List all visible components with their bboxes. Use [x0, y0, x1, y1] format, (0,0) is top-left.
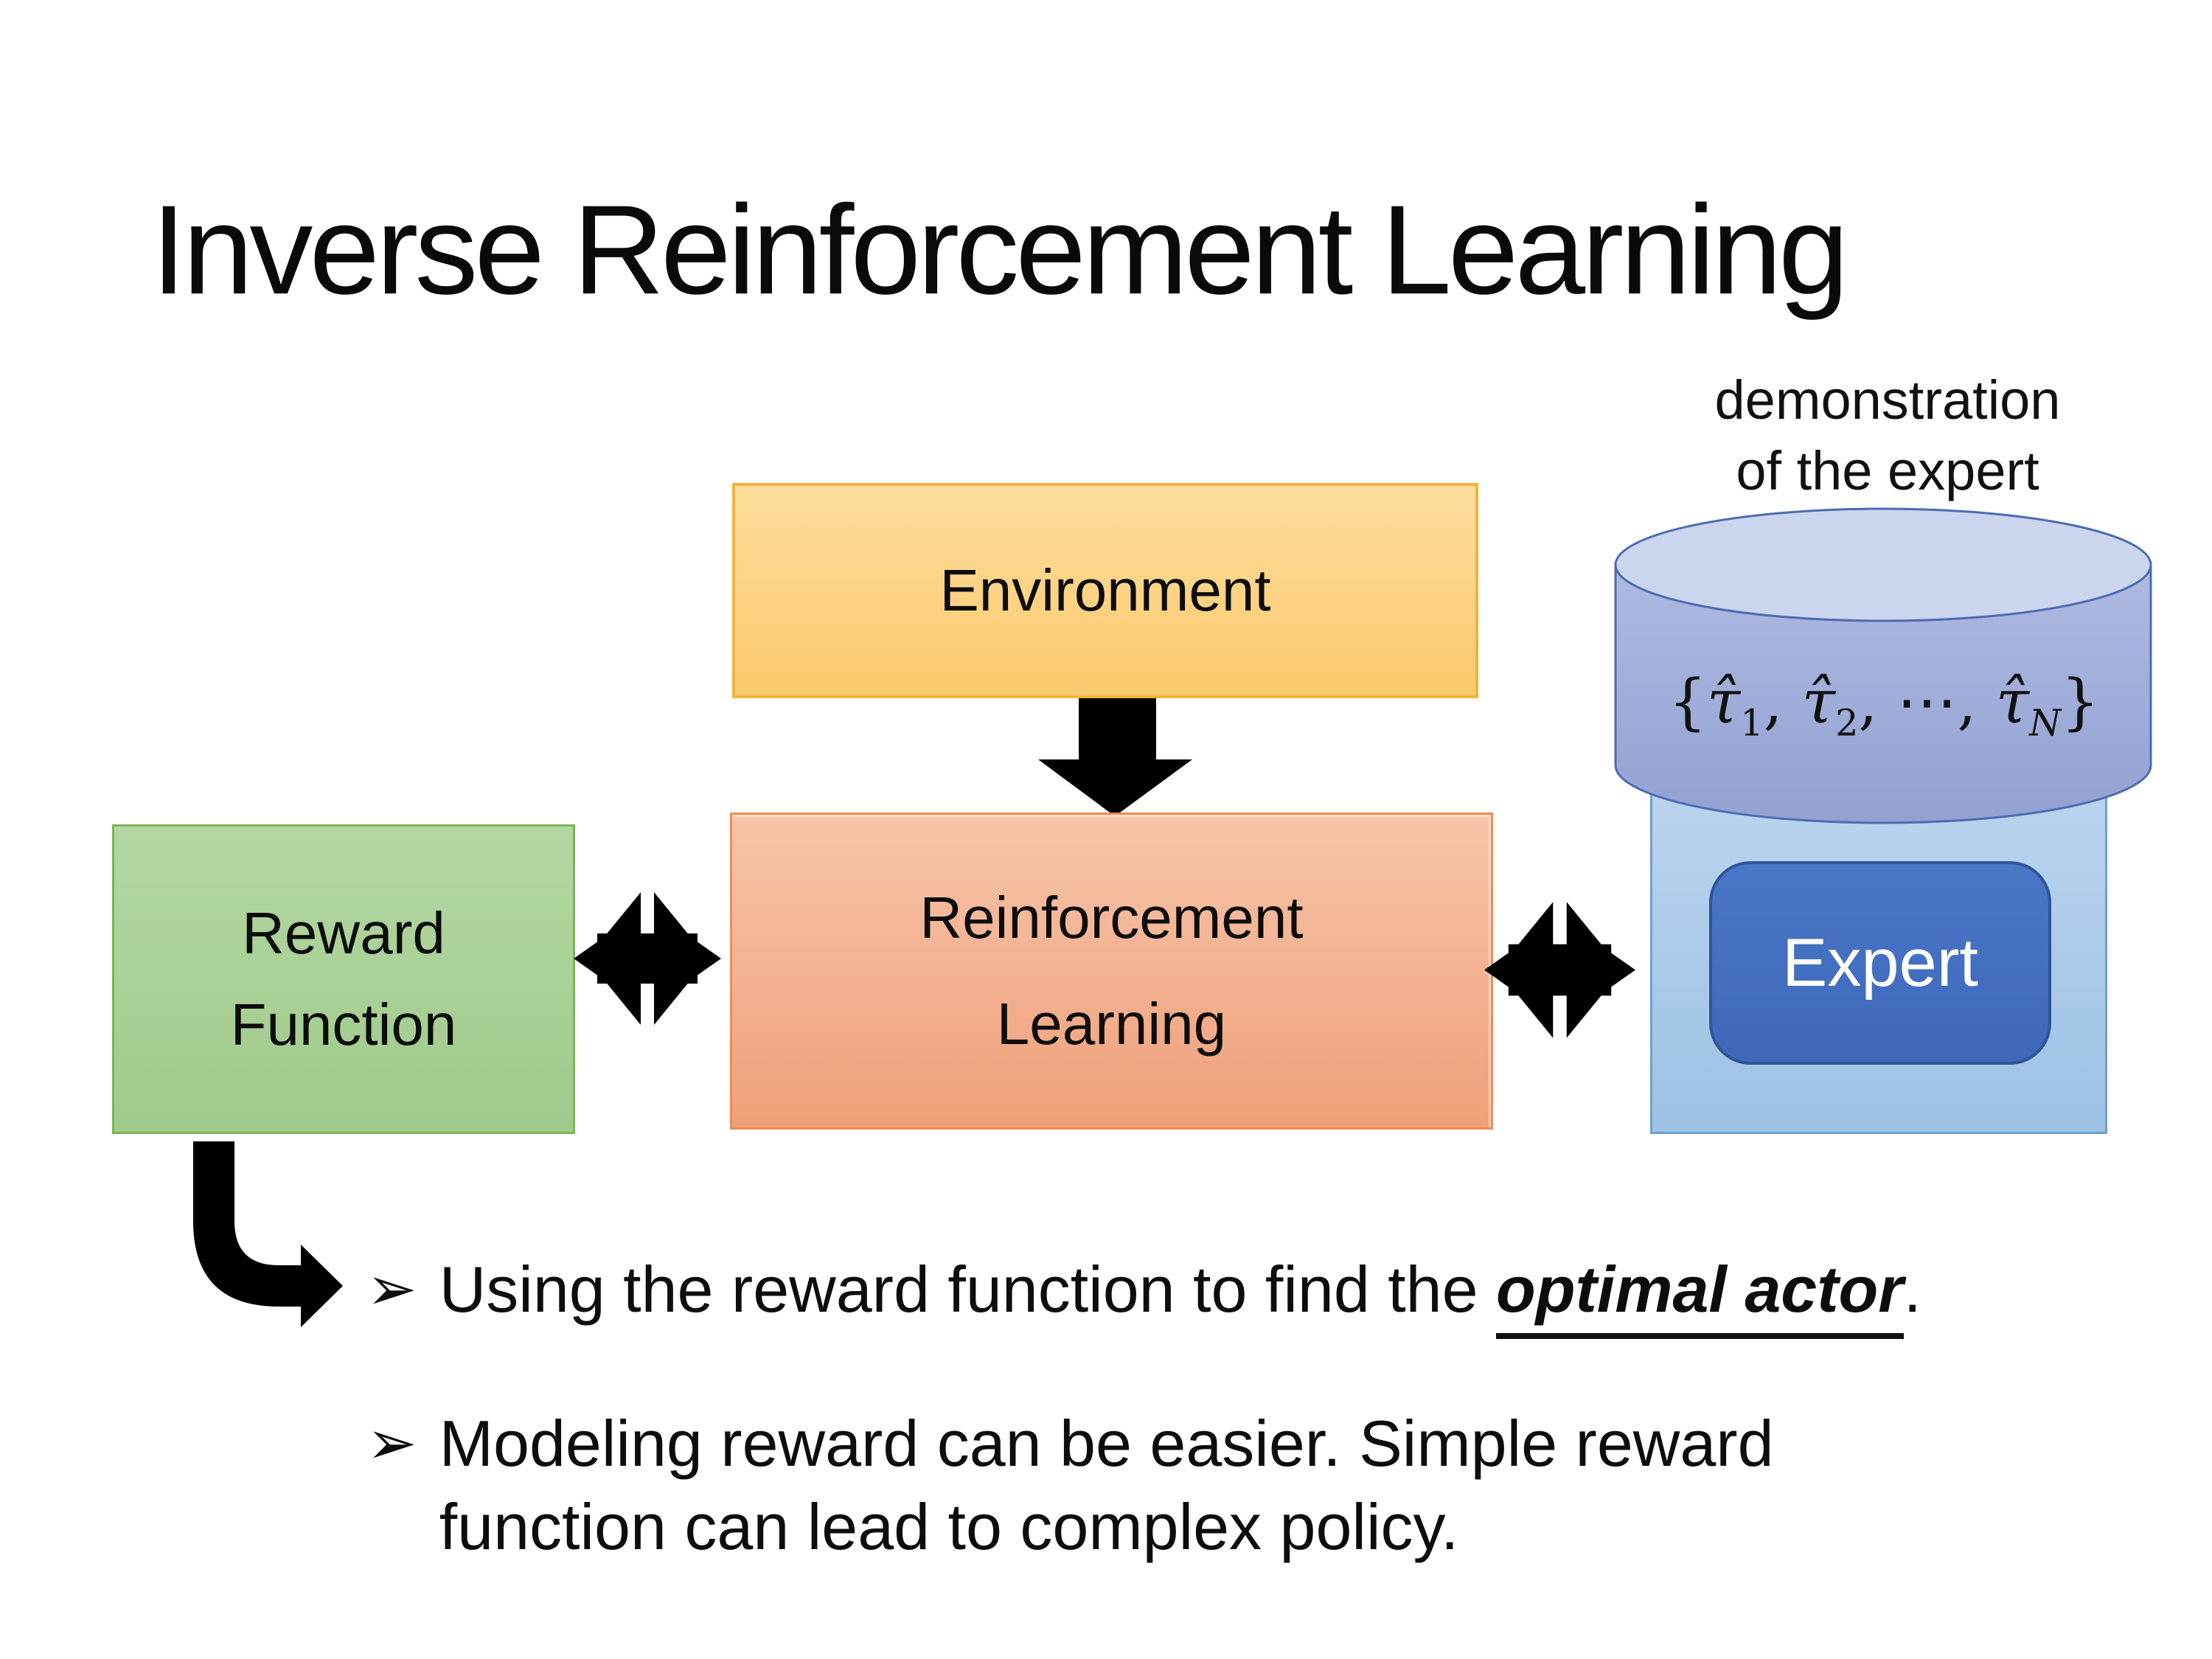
- reward-function-label-line1: Reward: [242, 900, 445, 966]
- bullet-arrow-icon: ➢: [366, 1410, 417, 1477]
- formula-comma: ,: [1763, 667, 1783, 737]
- bullet-1-suffix: .: [1903, 1253, 1921, 1326]
- bullet-arrow-icon: ➢: [366, 1256, 417, 1323]
- formula-sub2: 2: [1835, 701, 1859, 745]
- bullet-1-prefix: Using the reward function to find the: [439, 1253, 1496, 1326]
- demonstration-label-line1: demonstration: [1714, 369, 2061, 431]
- formula-open-brace: {: [1668, 667, 1707, 737]
- reinforcement-learning-box: Reinforcement Learning: [730, 813, 1493, 1130]
- double-arrow-left-icon: [574, 892, 721, 1025]
- formula-subN: N: [2029, 701, 2062, 745]
- reinforcement-learning-label-line1: Reinforcement: [919, 885, 1304, 950]
- down-arrow-icon: [1038, 698, 1192, 816]
- demonstration-database-cylinder: [1614, 507, 2152, 824]
- bullet-2-line1: Modeling reward can be easier. Simple re…: [439, 1407, 1774, 1480]
- formula-comma: ,: [1858, 667, 1878, 737]
- formula-sub1: 1: [1740, 701, 1764, 745]
- formula-tau2: τ̂: [1801, 667, 1836, 737]
- elbow-arrow-icon: [193, 1141, 343, 1327]
- reward-function-label: Reward Function: [231, 888, 457, 1071]
- expert-box: Expert: [1709, 861, 2051, 1065]
- formula-tauN: τ̂: [1995, 667, 2030, 737]
- expert-label: Expert: [1782, 925, 1978, 1001]
- bullet-2-text: Modeling reward can be easier. Simple re…: [439, 1402, 1774, 1568]
- formula-comma: ,: [1957, 667, 1977, 737]
- slide-title: Inverse Reinforcement Learning: [151, 179, 1849, 321]
- double-arrow-right-icon: [1484, 902, 1635, 1038]
- demonstration-label-line2: of the expert: [1736, 440, 2039, 502]
- bullet-2-line2: function can lead to complex policy.: [439, 1489, 1459, 1563]
- formula-close-brace: }: [2061, 667, 2100, 737]
- formula-tau1: τ̂: [1706, 667, 1741, 737]
- reward-function-box: Reward Function: [112, 824, 575, 1134]
- environment-box: Environment: [732, 483, 1478, 698]
- bullet-item-1: ➢ Using the reward function to find the …: [366, 1248, 1921, 1339]
- formula-dots: ⋯: [1896, 667, 1958, 737]
- bullet-1-highlight: optimal actor: [1495, 1253, 1904, 1339]
- trajectory-set-formula: {τ̂1, τ̂2, ⋯, τ̂N}: [1659, 667, 2109, 744]
- reinforcement-learning-label-line2: Learning: [996, 991, 1227, 1057]
- reward-function-label-line2: Function: [230, 992, 457, 1057]
- reinforcement-learning-label: Reinforcement Learning: [919, 865, 1303, 1077]
- environment-label: Environment: [939, 557, 1271, 623]
- bullet-item-2: ➢ Modeling reward can be easier. Simple …: [366, 1402, 1774, 1568]
- bullet-1-text: Using the reward function to find the op…: [439, 1248, 1921, 1339]
- demonstration-label: demonstration of the expert: [1615, 365, 2160, 507]
